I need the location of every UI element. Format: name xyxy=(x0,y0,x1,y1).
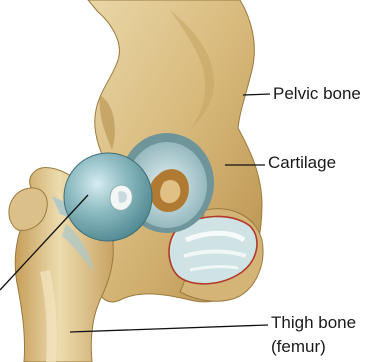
label-pelvic-bone: Pelvic bone xyxy=(273,84,361,104)
leader-line-pelvic xyxy=(243,94,270,95)
femoral-head xyxy=(64,153,152,241)
label-cartilage: Cartilage xyxy=(268,153,336,173)
label-thigh-bone: Thigh bone xyxy=(271,313,356,333)
label-femur: (femur) xyxy=(271,337,326,357)
leader-line-thigh xyxy=(70,325,268,332)
